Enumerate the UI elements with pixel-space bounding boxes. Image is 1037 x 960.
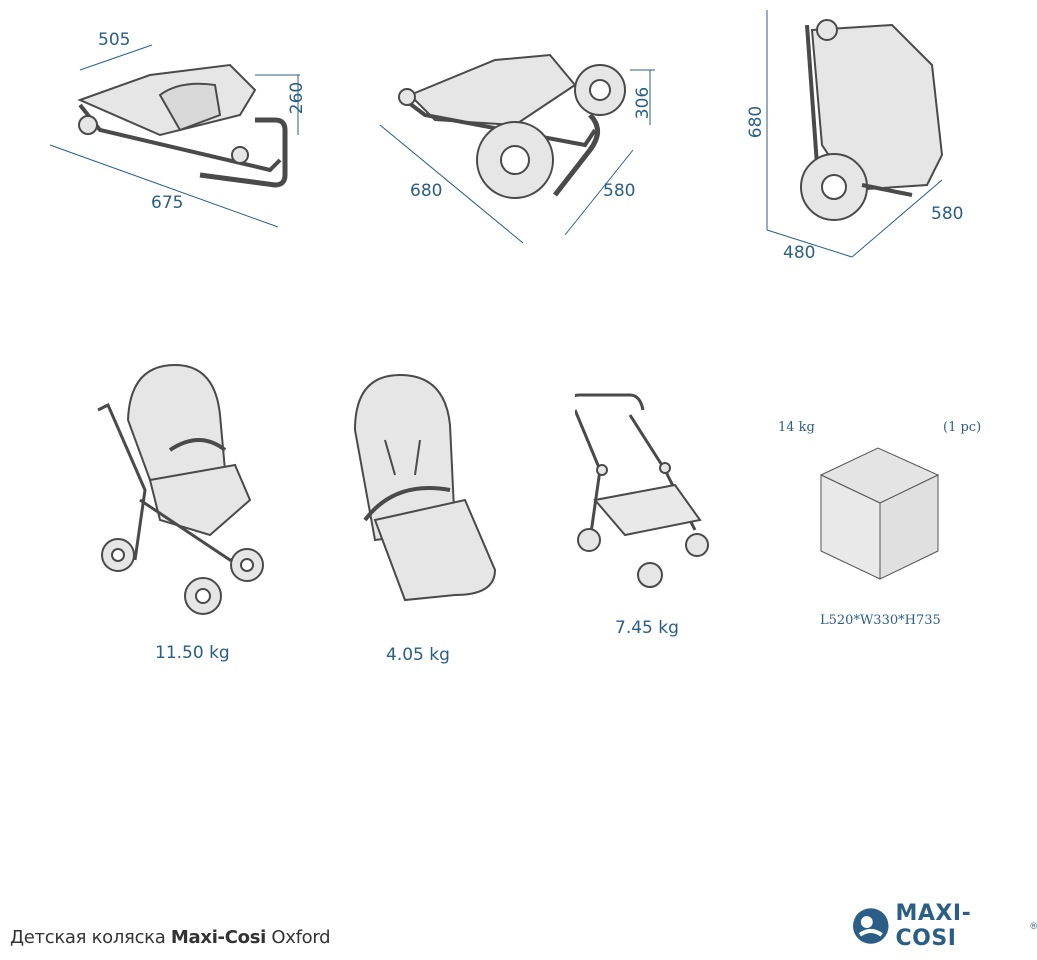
brand-logo: MAXI-COSI ® <box>852 901 1037 951</box>
folded-3-width-label: 480 <box>783 243 816 263</box>
folded-stroller-flat-illustration <box>49 44 300 228</box>
folded-1-width-label: 505 <box>98 30 131 50</box>
full-stroller-weight: 11.50 kg <box>155 643 230 663</box>
package-weight: 14 kg <box>778 420 815 435</box>
folded-3-height-label: 680 <box>746 105 767 139</box>
folded-3-depth-label: 580 <box>931 204 964 224</box>
folded-2-length-label: 680 <box>410 181 443 201</box>
caption-prefix: Детская коляска <box>10 927 171 948</box>
chassis-weight: 7.45 kg <box>615 618 679 638</box>
chassis-illustration <box>575 393 709 588</box>
package-size: L520*W330*H735 <box>820 613 941 628</box>
full-stroller-illustration <box>97 363 264 615</box>
folded-2-depth-label: 580 <box>603 181 636 201</box>
product-caption: Детская коляска Maxi-Cosi Oxford <box>10 927 331 948</box>
brand-logo-icon <box>852 908 889 944</box>
package-count: (1 pc) <box>943 420 982 435</box>
brand-logo-reg: ® <box>1030 921 1037 931</box>
brand-logo-text: MAXI-COSI <box>895 901 972 951</box>
caption-model: Oxford <box>266 927 331 948</box>
caption-brand: Maxi-Cosi <box>170 927 266 948</box>
folded-2-height-label: 306 <box>633 86 654 120</box>
package-box-icon <box>819 447 940 580</box>
seat-unit-weight: 4.05 kg <box>386 645 450 665</box>
folded-stroller-wheels-illustration <box>379 53 655 244</box>
folded-stroller-standing-illustration <box>766 10 944 258</box>
folded-1-length-label: 675 <box>151 193 184 213</box>
seat-unit-illustration <box>353 373 497 602</box>
folded-1-height-label: 260 <box>287 81 308 115</box>
